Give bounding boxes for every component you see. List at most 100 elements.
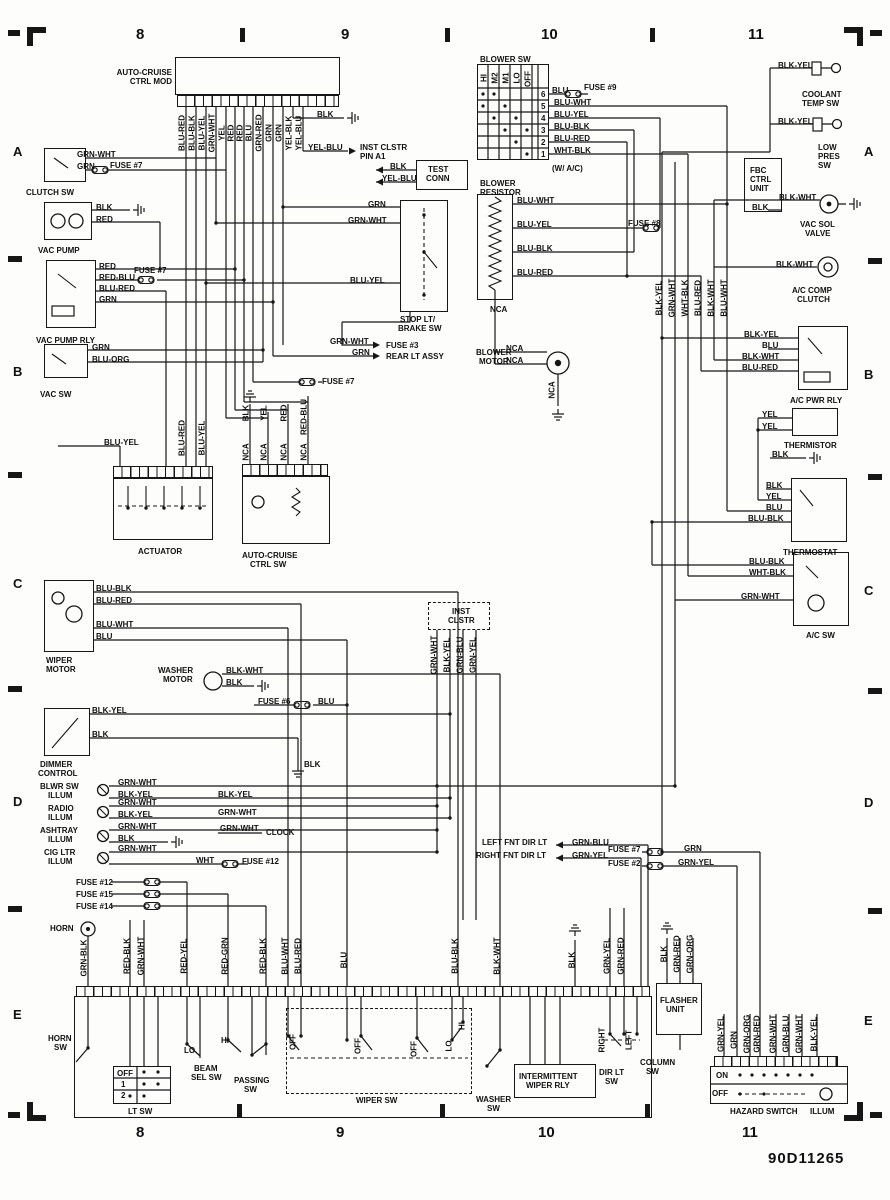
component-label: FUSE #6 [258,697,291,706]
wire-label: BLU-BLK [748,514,784,523]
wire-label: BLK [118,834,135,843]
wire-label: BLU [318,697,335,706]
wire-label: GRN-WHT [118,844,157,853]
wire-label: BLK-WHT [706,279,716,317]
wire-label: RED-BLU [99,273,135,282]
dashed-wire-paths [118,208,806,1095]
wire-label: 4 [541,114,546,123]
wire-label: BLU-BLK [187,115,197,151]
wire-label: BLK [96,203,113,212]
dimmer-control-box [44,708,90,756]
component-label: WIPER SW [356,1096,398,1105]
auto-cruise-ctrl-sw-box [242,476,330,544]
component-internals [51,157,823,863]
ac-pwr-rly-box [798,326,848,390]
wire-label: BLU-RED [517,268,553,277]
component-label: FUSE #2 [608,859,641,868]
wire-label: NCA [506,356,524,365]
wiper-motor-box [44,580,94,652]
wire-label: GRN-YEL [468,637,478,673]
wire-label: BLK [390,162,407,171]
wire-label: ON [716,1071,728,1080]
wire-label: GRN-WHT [220,824,259,833]
component-label: WIPER RLY [526,1081,570,1090]
grid-ref: E [13,1007,22,1022]
wire-label: BLK [659,945,669,963]
wire-label: BLU-RED [177,115,187,151]
thermistor-box [792,408,838,436]
test-conn-box [416,160,468,190]
wire-label: BLU-YEL [350,276,385,285]
component-label: CONN [426,174,450,183]
wire-label: YEL-BLU [382,174,417,183]
wire-label: BLK-YEL [778,61,813,70]
wire-label: GRN [264,124,274,142]
grid-ref: 11 [748,26,764,43]
grid-ref: D [13,794,23,809]
wire-label: BLU [552,86,569,95]
component-label: COLUMN [640,1058,676,1067]
wire-label: GRN-ORG [685,934,695,974]
wire-label: BLU [766,503,783,512]
wire-label: BLK-YEL [118,790,153,799]
wire-label: WHT-BLK [554,146,591,155]
component-label: ACTUATOR [138,547,183,556]
component-label: FUSE #9 [584,83,617,92]
wire-label: YEL-BLU [308,143,343,152]
column-sw-housing-box [74,996,652,1118]
wire-label: BLU-RED [742,363,778,372]
component-label: FUSE #12 [76,878,113,887]
wire-label: GRN-YEL [572,851,608,860]
component-label: TEMP SW [802,99,840,108]
component-label: INST CLSTR [360,143,408,152]
wire-label: 2 [541,138,546,147]
component-label: SW [605,1077,618,1086]
component-label: BLOWER SW [480,55,531,64]
component-label: CIG LTR [44,848,76,857]
wire-paths [58,64,848,1104]
component-label: FUSE #7 [608,845,641,854]
component-label: RADIO [48,804,74,813]
grid-ref: C [864,583,874,598]
wire-label: BLK [752,203,769,212]
wire-label: WHT-BLK [680,279,690,317]
component-label: VAC PUMP [38,246,80,255]
wire-label: NCA [490,305,508,314]
wire-label: GRN-WHT [667,278,677,318]
component-label: AUTO-CRUISE [242,551,298,560]
component-label: LEFT FNT DIR LT [482,838,548,847]
grid-ref: 8 [136,26,145,43]
wire-label: OFF [712,1089,728,1098]
component-label: MOTOR [479,357,509,366]
grid-ref: A [13,144,23,159]
wire-label: BLK [317,110,334,119]
component-label: SW [244,1085,257,1094]
component-label: VAC SOL [800,220,835,229]
component-label: ILLUM [48,835,73,844]
component-label: PRES [818,152,840,161]
component-label: ILLUM [48,791,73,800]
clutch-sw-box [44,148,86,182]
component-circle-dots [86,201,832,931]
auto-cruise-ctrl-mod-box [175,57,340,95]
component-circles [50,62,843,1101]
wire-label: BLU-YEL [554,110,589,119]
component-label: SW [818,161,831,170]
wire-label: BLU [339,951,349,969]
component-label: SW [487,1104,500,1113]
wire-label: GRN-RED [752,1015,762,1053]
wire-label: 6 [541,90,546,99]
wire-label: BLU-WHT [719,279,729,317]
wire-label: BLK-WHT [776,260,814,269]
wire-label: OFF [117,1069,133,1078]
wire-label: GRN-WHT [429,635,439,675]
component-label: VAC PUMP RLY [36,336,95,345]
actuator-pins [113,466,213,478]
component-label: FUSE #12 [242,857,279,866]
component-label: CLUTCH SW [26,188,74,197]
wire-label: GRN-WHT [118,778,157,787]
wire-label: BLU-BLK [450,938,460,974]
wire-label: BLK-YEL [744,330,779,339]
component-label: PASSING [234,1076,270,1085]
